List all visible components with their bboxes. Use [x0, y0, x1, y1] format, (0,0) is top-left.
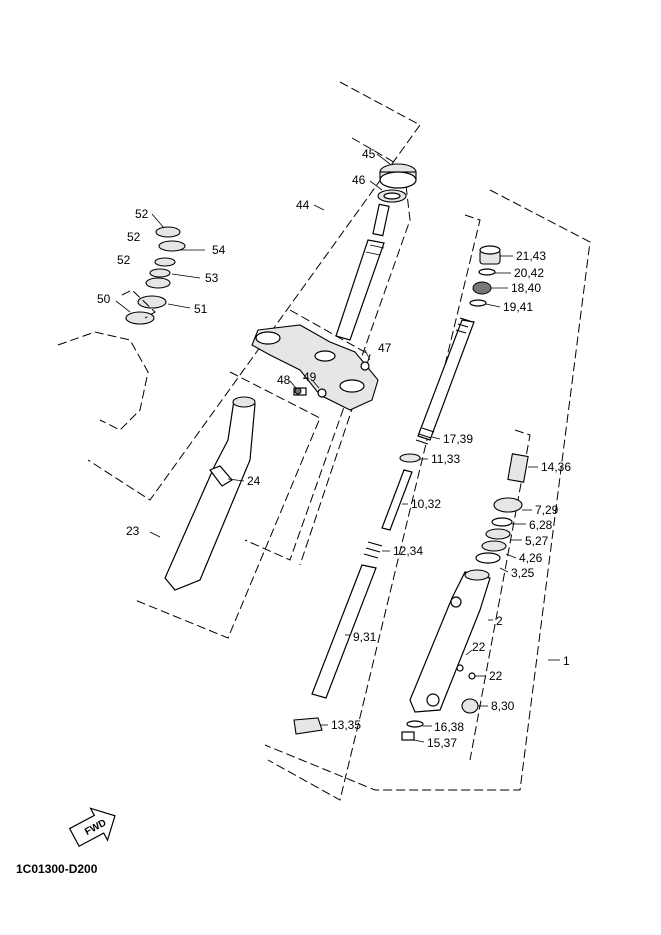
callout-54: 54: [212, 243, 226, 257]
group-outline-inner-fork: [267, 214, 481, 801]
part-52-ring-b: [154, 257, 176, 267]
callout-49: 49: [303, 370, 317, 384]
part-2-outer-tube: [409, 571, 491, 713]
part-5-oil-seal: [485, 528, 511, 540]
part-4-washer: [481, 540, 507, 552]
callout-23: 23: [126, 524, 140, 538]
callout-48: 48: [277, 373, 291, 387]
part-22-bolt-a: [456, 664, 464, 672]
callout-20-42: 20,42: [514, 266, 545, 280]
part-51-bearing: [137, 295, 167, 309]
callout-22-a: 22: [472, 640, 486, 654]
group-outline-right-fork: [264, 189, 591, 791]
callout-46: 46: [352, 173, 366, 187]
part-52-ring-c: [145, 277, 171, 289]
callout-47: 47: [378, 341, 392, 355]
callout-5-27: 5,27: [525, 534, 549, 548]
callout-22-b: 22: [489, 669, 503, 683]
part-19-oring: [469, 299, 487, 307]
callout-14-36: 14,36: [541, 460, 572, 474]
callout-19-41: 19,41: [503, 300, 534, 314]
callout-52-c: 52: [117, 253, 131, 267]
callout-45: 45: [362, 147, 376, 161]
part-52-ring-a: [155, 226, 181, 238]
part-49-washer: [317, 388, 327, 398]
part-18-bolt: [472, 281, 492, 295]
part-20-oring: [478, 268, 496, 276]
part-16-gasket: [406, 720, 424, 728]
callout-17-39: 17,39: [443, 432, 474, 446]
callout-2: 2: [496, 614, 503, 628]
part-9-inner-tube: [311, 564, 377, 699]
callout-21-43: 21,43: [516, 249, 547, 263]
part-11-spacer: [399, 453, 421, 463]
part-17-fork-spring: [417, 319, 475, 441]
callout-4-26: 4,26: [519, 551, 543, 565]
group-outline-stem-nut: [289, 309, 371, 566]
callout-51: 51: [194, 302, 208, 316]
callout-44: 44: [296, 198, 310, 212]
frame-head-sketch: [57, 331, 149, 431]
callout-1: 1: [563, 654, 570, 668]
group-outline-outer-tube: [469, 429, 531, 761]
callout-8-30: 8,30: [491, 699, 515, 713]
callout-16-38: 16,38: [434, 720, 465, 734]
drawing-code: 1C01300-D200: [16, 862, 98, 876]
part-54-lock-washer: [158, 240, 186, 252]
callout-15-37: 15,37: [427, 736, 458, 750]
part-23-left-fork: [164, 399, 256, 591]
callout-52-b: 52: [127, 230, 141, 244]
part-22-bolt-b: [468, 672, 476, 680]
part-8-cap: [461, 698, 479, 714]
callout-3-25: 3,25: [511, 566, 535, 580]
part-24-bracket: [209, 465, 233, 487]
callout-7-29: 7,29: [535, 503, 559, 517]
callout-13-35: 13,35: [331, 718, 362, 732]
callout-6-28: 6,28: [529, 518, 553, 532]
part-50-bearing: [125, 311, 155, 325]
callout-18-40: 18,40: [511, 281, 542, 295]
group-outline-steering: [87, 81, 421, 501]
leader-lines: [115, 153, 560, 743]
part-14-collar: [507, 453, 529, 483]
group-outline-stem: [244, 137, 411, 561]
part-53-ring: [149, 268, 171, 278]
callout-24: 24: [247, 474, 261, 488]
part-6-clip: [491, 517, 513, 527]
part-12-rebound-spring: [363, 541, 383, 559]
fwd-arrow-icon: FWD: [68, 807, 116, 848]
part-15-bolt: [401, 731, 415, 741]
part-7-dust-seal: [493, 497, 523, 513]
callout-52-a: 52: [135, 207, 149, 221]
callout-12-34: 12,34: [393, 544, 424, 558]
callout-53: 53: [205, 271, 219, 285]
part-3-bushing: [475, 552, 501, 564]
part-44-steering-stem: [372, 203, 390, 237]
callout-50: 50: [97, 292, 111, 306]
callout-10-32: 10,32: [411, 497, 442, 511]
callout-11-33: 11,33: [431, 452, 461, 466]
part-10-damper-rod: [381, 469, 413, 531]
part-13-oil-lock: [293, 717, 323, 735]
callout-9-31: 9,31: [353, 630, 377, 644]
